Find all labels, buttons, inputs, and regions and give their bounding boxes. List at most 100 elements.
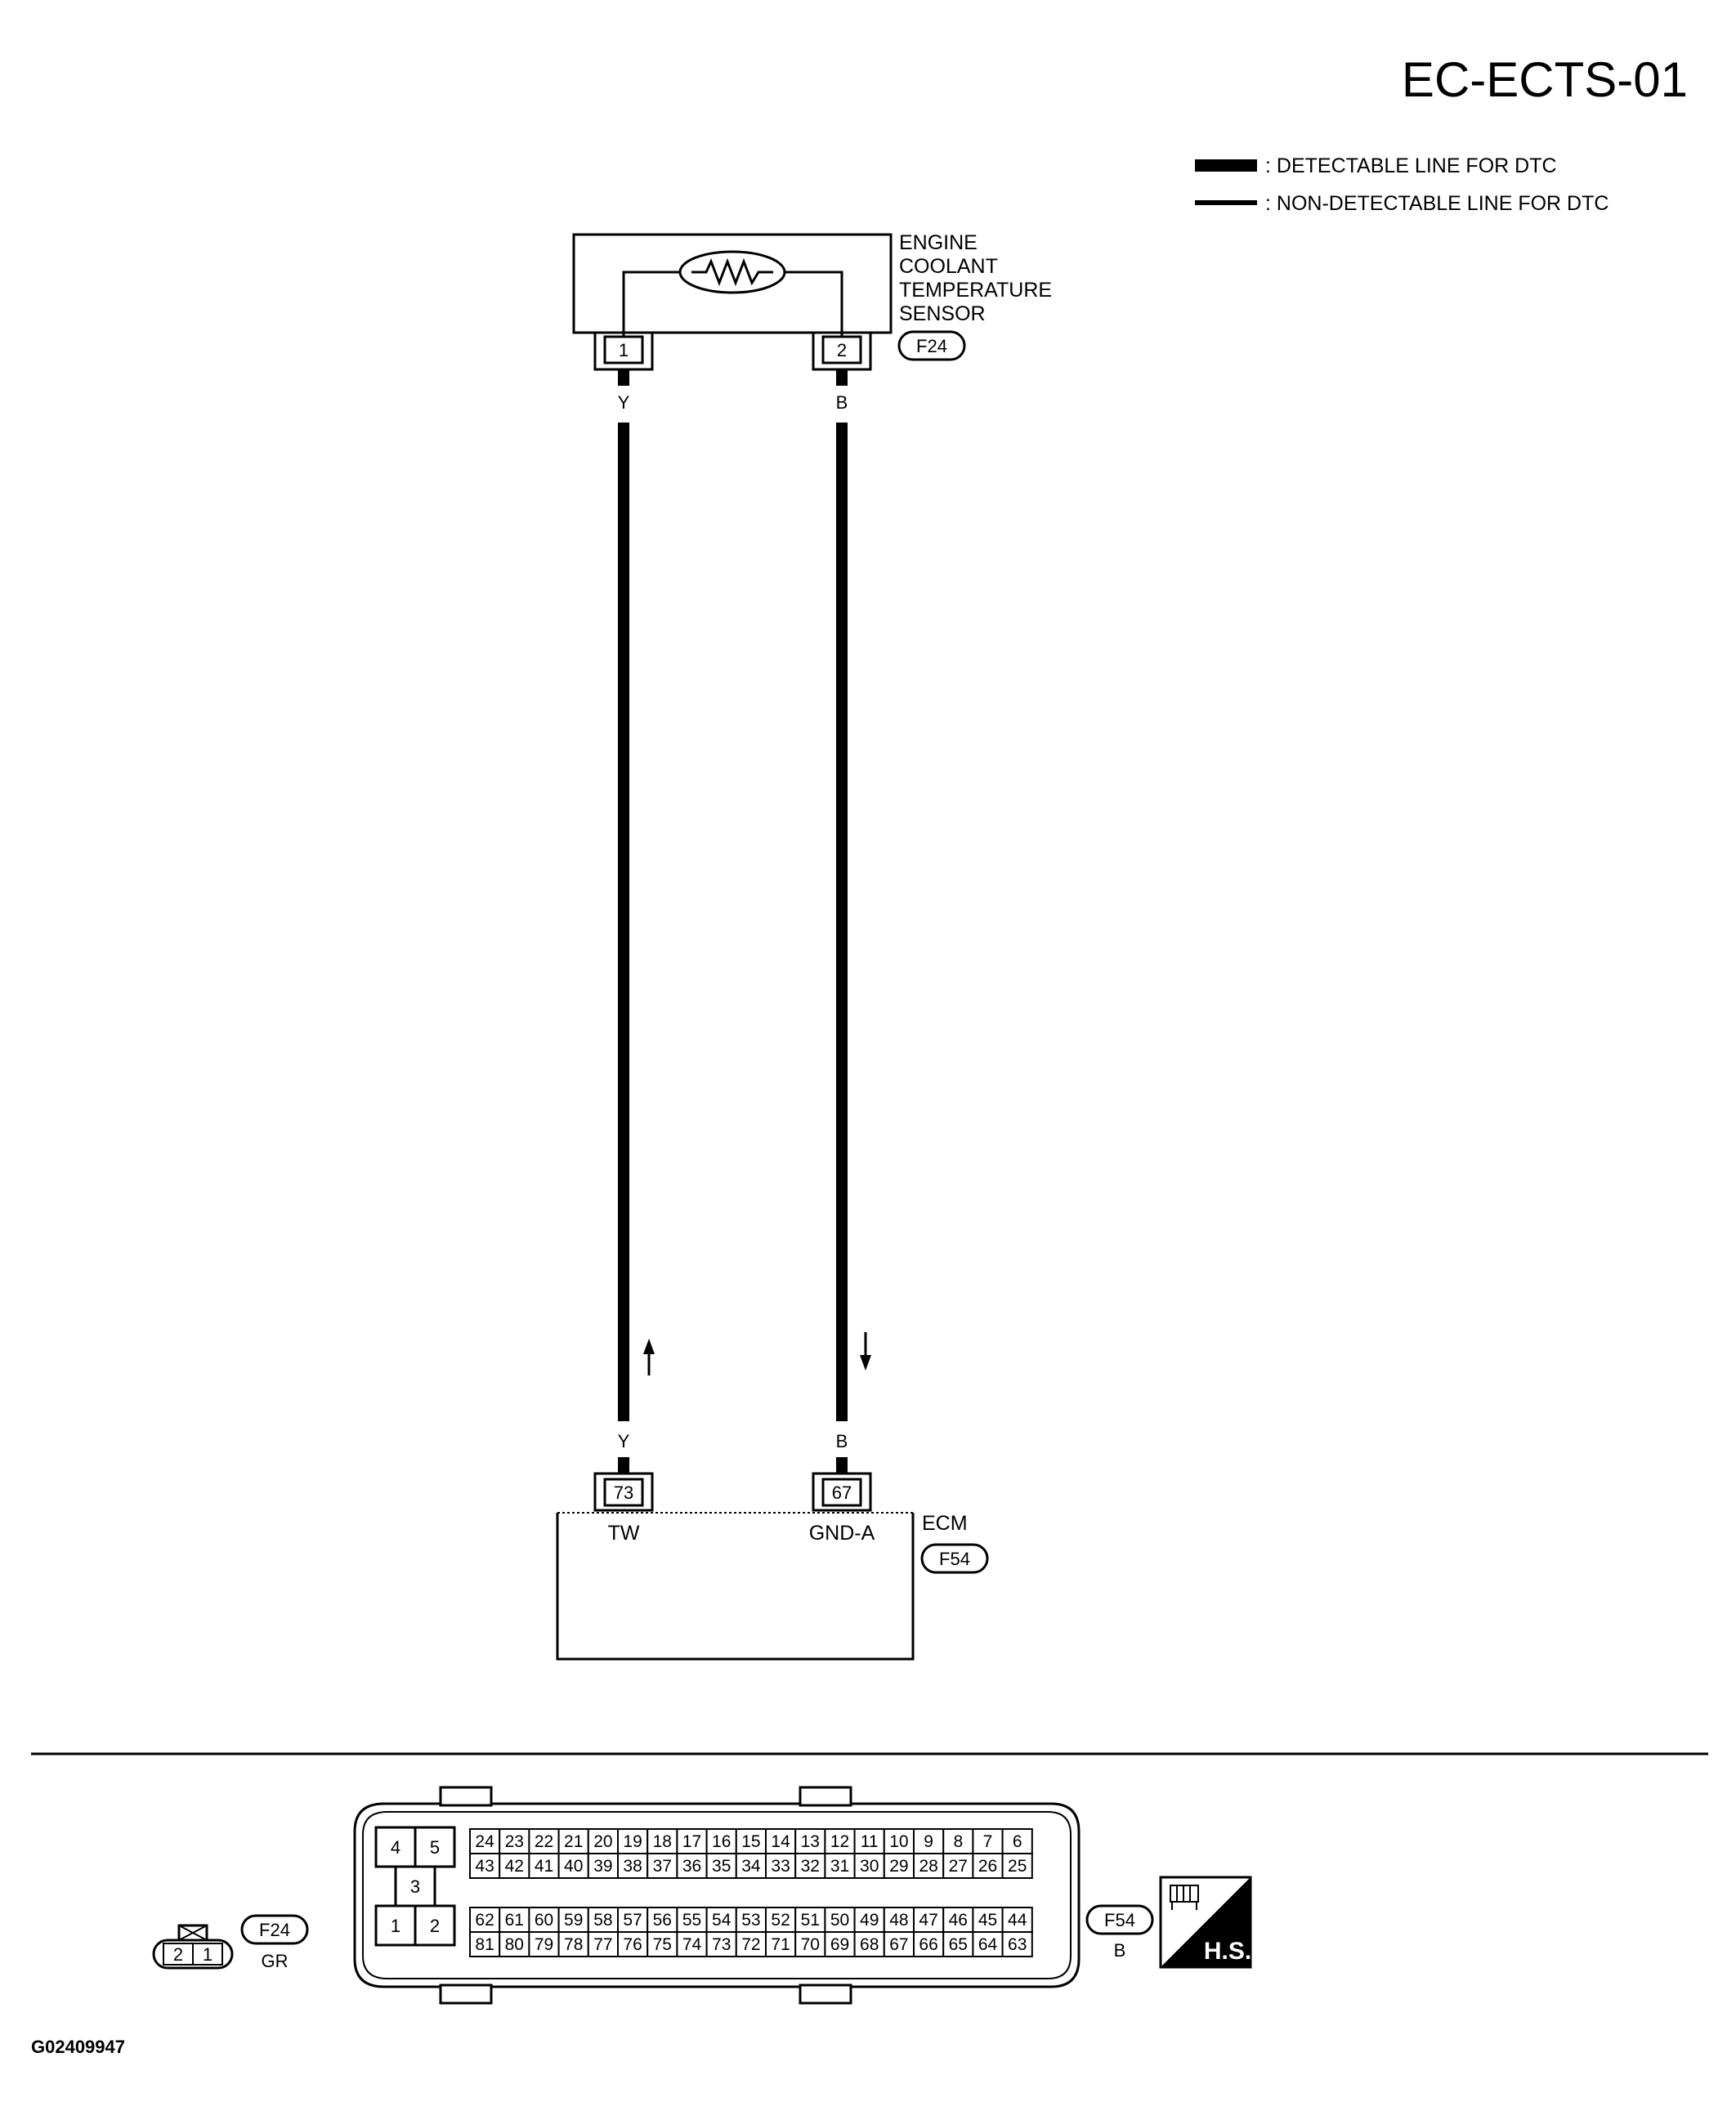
f54-pin-44: 44 xyxy=(1008,1911,1027,1930)
f54-pin-61: 61 xyxy=(505,1911,524,1930)
f54-pin-cell xyxy=(557,1907,589,1933)
f54-pin-38: 38 xyxy=(623,1857,642,1876)
f54-pin-cell xyxy=(1001,1828,1033,1854)
f54-pin-69: 69 xyxy=(830,1935,849,1954)
f54-pin-60: 60 xyxy=(535,1911,553,1930)
hs-badge-text: H.S. xyxy=(1204,1938,1251,1965)
hs-badge: H.S. xyxy=(1159,1876,1252,1969)
sensor-pin-2-box xyxy=(821,335,862,364)
f54-pin-cell xyxy=(647,1907,678,1933)
sensor-name-line-1: ENGINE xyxy=(899,231,978,254)
f54-pin-cell xyxy=(647,1828,678,1854)
ecm-pin-73-label: TW xyxy=(608,1522,640,1545)
sensor-connector-id: F24 xyxy=(916,336,947,356)
wire-left-color-bottom: Y xyxy=(618,1431,630,1451)
arrow-up-icon xyxy=(643,1339,655,1375)
wire-left-color-top: Y xyxy=(618,392,630,413)
f54-pin-16: 16 xyxy=(712,1832,731,1851)
f54-pin-27: 27 xyxy=(949,1857,968,1876)
ecm-pin-73-bracket xyxy=(593,1472,654,1512)
ecm-pin-67-label: GND-A xyxy=(809,1522,875,1545)
f54-pin-64: 64 xyxy=(978,1935,998,1954)
f54-pin-cell xyxy=(883,1853,915,1879)
f54-pin-49: 49 xyxy=(860,1911,879,1930)
f54-pin-24: 24 xyxy=(475,1832,494,1851)
f54-pin-cell xyxy=(913,1828,945,1854)
legend-non-detectable-swatch xyxy=(1195,200,1257,205)
ecm-unit: 73 67 TW GND-A ECM F54 xyxy=(556,1472,989,1661)
f54-view-color: B xyxy=(1114,1940,1126,1961)
legend: : DETECTABLE LINE FOR DTC : NON-DETECTAB… xyxy=(1195,154,1608,215)
ecm-pin-67-bracket xyxy=(812,1472,872,1512)
f54-pin-34: 34 xyxy=(741,1857,761,1876)
f54-tab-top-left xyxy=(439,1786,493,1807)
f54-pin-cell xyxy=(824,1828,856,1854)
f54-tab-top-right xyxy=(799,1786,852,1807)
f54-pin-73: 73 xyxy=(712,1935,731,1954)
f54-pin-cell xyxy=(587,1853,619,1879)
f54-pin-cell xyxy=(972,1853,1004,1879)
f54-pin-cell xyxy=(469,1907,501,1933)
f54-pin-40: 40 xyxy=(564,1857,583,1876)
f54-pin-71: 71 xyxy=(771,1935,790,1954)
f54-pin-15: 15 xyxy=(741,1832,760,1851)
f54-pin-55: 55 xyxy=(682,1911,701,1930)
f54-pin-cell xyxy=(557,1931,589,1957)
f54-pin-45: 45 xyxy=(978,1911,997,1930)
f54-pin-67: 67 xyxy=(889,1935,908,1954)
arrow-down-icon xyxy=(860,1332,871,1371)
ecm-connector-tag xyxy=(920,1543,989,1574)
f54-pin-26: 26 xyxy=(978,1857,997,1876)
f54-pin-cell xyxy=(499,1853,530,1879)
legend-non-detectable-text: : NON-DETECTABLE LINE FOR DTC xyxy=(1265,192,1608,215)
ecm-box xyxy=(556,1513,915,1661)
f54-pin-7: 7 xyxy=(983,1832,993,1851)
f54-pin-cell xyxy=(972,1931,1004,1957)
diagram-id: EC-ECTS-01 xyxy=(1402,52,1688,107)
f54-pin-cell xyxy=(499,1931,530,1957)
wire-left-stub-top xyxy=(618,369,629,386)
f54-pin-cell xyxy=(469,1828,501,1854)
wire-right-color-top: B xyxy=(836,392,848,413)
f54-pin-59: 59 xyxy=(564,1911,583,1930)
f54-pin-78: 78 xyxy=(564,1935,583,1954)
f24-view-tag xyxy=(240,1914,309,1945)
sensor-name-line-4: SENSOR xyxy=(899,302,986,325)
f54-pin-62: 62 xyxy=(475,1911,494,1930)
f54-pin-58: 58 xyxy=(593,1911,612,1930)
f54-pin-32: 32 xyxy=(801,1857,820,1876)
f54-pin-76: 76 xyxy=(623,1935,642,1954)
f54-pin-37: 37 xyxy=(653,1857,672,1876)
resistor-zigzag-icon xyxy=(691,257,773,287)
f54-connector-inner xyxy=(362,1811,1072,1979)
f54-pin-48: 48 xyxy=(889,1911,908,1930)
f54-pin-29: 29 xyxy=(889,1857,908,1876)
f54-pin-42: 42 xyxy=(505,1857,524,1876)
connector-hand-icon xyxy=(1170,1885,1199,1910)
f54-pin-31: 31 xyxy=(830,1857,849,1876)
wire-right xyxy=(836,423,848,1421)
ecm-pin-67: 67 xyxy=(832,1483,852,1503)
f54-pin-81: 81 xyxy=(475,1935,494,1954)
engine-coolant-temperature-sensor: ENGINE COOLANT TEMPERATURE SENSOR 1 2 F2… xyxy=(572,231,1052,371)
harness-wires: Y Y B B xyxy=(618,369,871,1474)
f54-pin-51: 51 xyxy=(801,1911,820,1930)
f54-pin-23: 23 xyxy=(505,1832,524,1851)
f54-pin-cell xyxy=(617,1931,649,1957)
f54-pin-19: 19 xyxy=(623,1832,642,1851)
f54-tab-bottom-left xyxy=(439,1983,493,2005)
ecm-connector-id: F54 xyxy=(939,1549,970,1569)
wire-left-stub-bottom xyxy=(618,1457,629,1474)
f54-pin-cell xyxy=(676,1828,708,1854)
f54-pin-cell xyxy=(794,1853,826,1879)
f54-pin-cell xyxy=(913,1853,945,1879)
f54-pin-74: 74 xyxy=(682,1935,702,1954)
ecm-name: ECM xyxy=(922,1512,968,1535)
f54-pin-12: 12 xyxy=(830,1832,849,1851)
sensor-pin-1: 1 xyxy=(619,340,629,360)
f54-pin-18: 18 xyxy=(653,1832,672,1851)
f54-pin-cell xyxy=(647,1853,678,1879)
f54-view-tag xyxy=(1085,1904,1154,1935)
f54-pin-35: 35 xyxy=(712,1857,731,1876)
